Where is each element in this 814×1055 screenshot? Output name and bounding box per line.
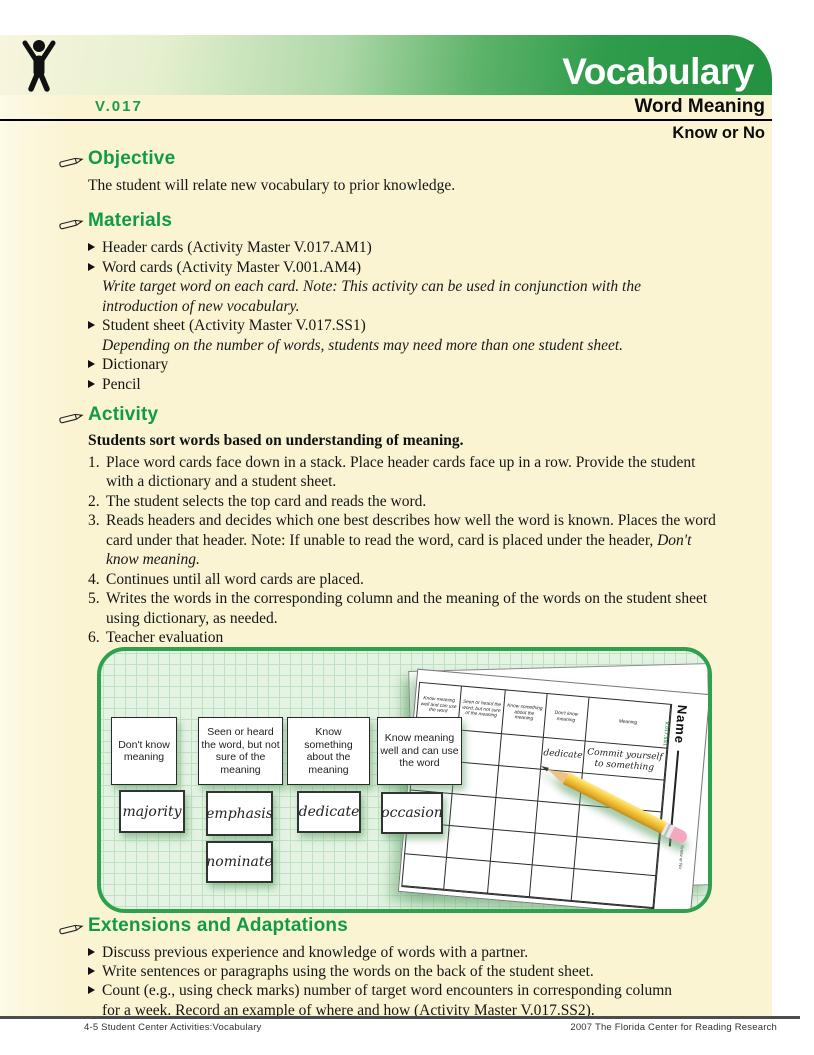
pencil-icon	[59, 924, 84, 935]
triangle-bullet-icon	[88, 243, 95, 251]
sheet-cell	[490, 829, 536, 866]
objective-section: Objective The student will relate new vo…	[59, 148, 730, 196]
list-item-text: Pencil	[102, 375, 141, 393]
triangle-bullet-icon	[88, 967, 95, 976]
list-item-text: Dictionary	[102, 356, 169, 373]
materials-list: Header cards (Activity Master V.017.AM1)…	[88, 238, 730, 394]
list-item: Pencil	[88, 375, 708, 395]
activity-step: 5.Writes the words in the corresponding …	[88, 590, 708, 627]
illustration-box: Know meaning well and can use the word S…	[97, 647, 712, 913]
list-item-text: Word cards (Activity Master V.001.AM4)	[102, 258, 362, 276]
footer-right-text: 2007 The Florida Center for Reading Rese…	[570, 1022, 777, 1033]
list-item-note: Depending on the number of words, studen…	[102, 336, 624, 354]
pencil-icon	[59, 413, 84, 424]
sheet-side-label: Know or No	[677, 845, 685, 870]
list-item: Discuss previous experience and knowledg…	[88, 943, 687, 962]
activity-step: 3.Reads headers and decides which one be…	[88, 512, 716, 569]
activity-step: 2.The student selects the top card and r…	[88, 492, 427, 510]
activity-intro: Students sort words based on understandi…	[88, 432, 464, 449]
footer-divider	[0, 1016, 800, 1019]
word-card: occasion	[381, 792, 443, 834]
activity-step: 1.Place word cards face down in a stack.…	[88, 453, 696, 491]
word-card: majority	[119, 790, 185, 833]
accessibility-figure-icon	[22, 40, 56, 92]
activity-steps: 1.Place word cards face down in a stack.…	[88, 453, 730, 648]
activity-heading: Activity	[59, 404, 730, 428]
extensions-list: Discuss previous experience and knowledg…	[88, 943, 730, 1020]
list-item-note: Write target word on each card. Note: Th…	[102, 278, 641, 315]
triangle-bullet-icon	[88, 986, 95, 995]
sheet-name-label: Name	[671, 704, 691, 745]
sheet-cell	[444, 857, 491, 894]
sheet-cell	[446, 826, 494, 862]
sheet-cell	[455, 730, 502, 767]
sheet-column-header: Meaning	[585, 697, 672, 749]
sheet-cell	[402, 854, 447, 890]
activity-section: Activity Students sort words based on un…	[59, 404, 730, 648]
section-title: Materials	[88, 210, 173, 231]
header-card: Know something about the meaning	[287, 717, 370, 785]
vocabulary-banner: Vocabulary	[0, 35, 772, 95]
header-card: Don't know meaning	[111, 717, 177, 785]
materials-section: Materials Header cards (Activity Master …	[59, 210, 730, 394]
list-item: Header cards (Activity Master V.017.AM1)	[88, 238, 708, 258]
student-sheet: Know meaning well and can use the word S…	[397, 668, 708, 909]
extensions-heading: Extensions and Adaptations	[59, 915, 730, 939]
section-title: Objective	[88, 148, 176, 169]
sheet-cell	[487, 861, 533, 898]
triangle-bullet-icon	[88, 379, 95, 388]
triangle-bullet-icon	[88, 360, 95, 368]
sheet-column-header: Don't know meaning	[543, 694, 590, 742]
pencil-icon	[59, 157, 84, 168]
sheet-cell	[532, 833, 578, 870]
extensions-section: Extensions and Adaptations Discuss previ…	[59, 915, 730, 1020]
activity-code: V.017	[95, 98, 143, 115]
sheet-cell	[449, 794, 497, 830]
triangle-bullet-icon	[88, 321, 95, 329]
sheet-cell	[493, 797, 539, 834]
banner-title: Vocabulary	[562, 51, 754, 92]
list-item: Dictionary	[88, 355, 708, 375]
list-item-text: Count (e.g., using check marks) number o…	[102, 982, 673, 1019]
sheet-cell	[496, 766, 541, 802]
section-title: Extensions and Adaptations	[88, 915, 348, 936]
header-divider	[0, 119, 772, 121]
header-activity-name: Know or No	[672, 124, 765, 142]
sheet-column-header: Seen or heard the word, but not sure of …	[458, 686, 506, 735]
list-item: Word cards (Activity Master V.001.AM4)	[88, 258, 708, 278]
list-item-text: Write sentences or paragraphs using the …	[102, 963, 594, 981]
word-card: emphasis	[206, 791, 273, 836]
sheet-column-header: Know something about the meaning	[501, 690, 548, 738]
objective-text: The student will relate new vocabulary t…	[88, 177, 456, 194]
list-item: Write sentences or paragraphs using the …	[88, 962, 687, 981]
sheet-cell	[571, 869, 657, 909]
header-category: Word Meaning	[634, 96, 765, 117]
triangle-bullet-icon	[88, 262, 95, 271]
word-card: nominate	[206, 841, 273, 883]
triangle-bullet-icon	[88, 948, 95, 956]
activity-step: 6.Teacher evaluation	[88, 629, 224, 646]
footer-left-text: 4-5 Student Center Activities:Vocabulary	[84, 1022, 262, 1033]
pencil-icon	[59, 219, 84, 230]
header-card: Know meaning well and can use the word	[377, 717, 462, 785]
materials-heading: Materials	[59, 210, 730, 234]
sheet-cell	[529, 865, 575, 901]
list-item-text: Discuss previous experience and knowledg…	[102, 944, 529, 961]
word-card: dedicate	[297, 791, 361, 833]
list-item: Count (e.g., using check marks) number o…	[88, 981, 687, 1019]
list-item-text: Student sheet (Activity Master V.017.SS1…	[102, 317, 366, 334]
sheet-cell	[499, 734, 544, 770]
objective-heading: Objective	[59, 148, 730, 172]
activity-step: 4.Continues until all word cards are pla…	[88, 570, 364, 588]
section-title: Activity	[88, 404, 159, 425]
italic-phrase: Don't know meaning.	[106, 531, 692, 569]
header-card: Seen or heard the word, but not sure of …	[198, 717, 283, 785]
list-item-text: Header cards (Activity Master V.017.AM1)	[102, 239, 372, 256]
sheet-cell	[535, 801, 581, 838]
list-item: Student sheet (Activity Master V.017.SS1…	[88, 316, 708, 336]
